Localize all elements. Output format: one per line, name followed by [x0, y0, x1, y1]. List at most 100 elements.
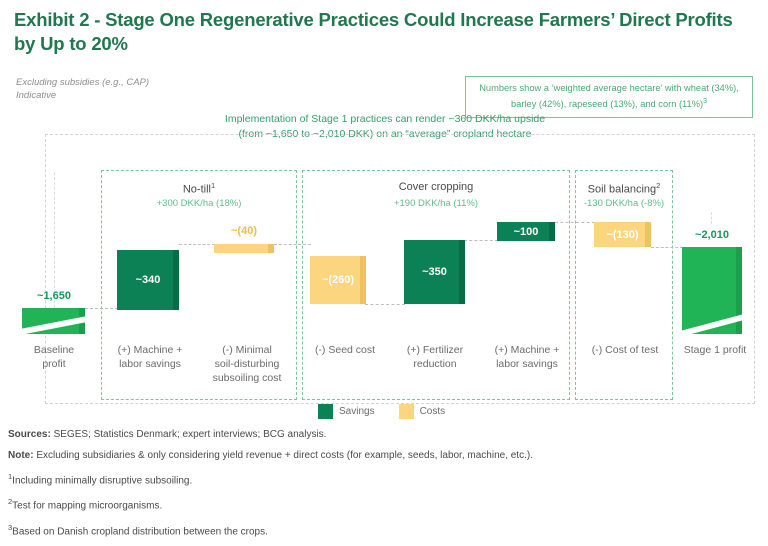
group-title-cover-cropping: Cover cropping	[303, 181, 569, 193]
category-label-stage-1-profit: Stage 1 profit	[670, 343, 760, 357]
group-name-no-till: No-till	[182, 183, 211, 196]
group-sup-no-till: 1	[210, 181, 216, 190]
bar-edge	[645, 222, 651, 247]
callout-line-2: barley (42%), rapeseed (13%), and corn (…	[511, 99, 704, 110]
cat-line-3: subsoiling cost	[212, 372, 282, 384]
bar-value-stage-1-profit: ~2,010	[695, 229, 729, 241]
bar-cost-of-test: ~(130)	[594, 222, 651, 247]
cat-line-1: (+) Machine +	[494, 344, 560, 356]
cat-line-1: (+) Fertilizer	[406, 344, 464, 356]
category-label-machine-labor-savings-2: (+) Machine + labor savings	[482, 343, 572, 371]
bar-value-machine-labor-savings-1: ~340	[135, 274, 161, 286]
chart-legend: Savings Costs	[318, 404, 461, 419]
bar-fertilizer-reduction: ~350	[404, 240, 465, 304]
footnote-3-text: Based on Danish cropland distribution be…	[12, 525, 268, 537]
connector-line-1	[85, 308, 118, 309]
bar-edge	[173, 250, 179, 310]
bar-edge	[736, 247, 742, 334]
cat-line-2: reduction	[413, 358, 457, 370]
cat-line-1: Stage 1 profit	[683, 344, 747, 356]
axis-break-slash	[680, 247, 744, 334]
connector-line-4	[365, 304, 405, 305]
category-label-machine-labor-savings-1: (+) Machine + labor savings	[105, 343, 195, 371]
bar-edge	[268, 244, 274, 253]
group-title-no-till: No-till1	[102, 181, 296, 196]
bar-value-fertilizer-reduction: ~350	[422, 266, 447, 278]
category-label-seed-cost: (-) Seed cost	[300, 343, 390, 357]
footnote-2-text: Test for mapping microorganisms.	[12, 500, 163, 512]
group-name-soil-balancing: Soil balancing	[587, 183, 657, 196]
group-delta-no-till: +300 DKK/ha (18%)	[156, 198, 242, 209]
callout-box: Numbers show a ‘weighted average hectare…	[465, 76, 753, 119]
footnote-1: 1Including minimally disruptive subsoili…	[8, 470, 758, 488]
bar-value-baseline-profit: ~1,650	[37, 290, 71, 302]
bar-stage-1-profit	[680, 247, 744, 334]
group-title-soil-balancing: Soil balancing2	[576, 181, 672, 196]
cat-line-1: (-) Cost of test	[591, 344, 659, 356]
legend-label-costs: Costs	[419, 406, 446, 417]
footnote-note: Note: Excluding subsidiaries & only cons…	[8, 449, 758, 463]
group-box-no-till: No-till1 +300 DKK/ha (18%)	[101, 170, 297, 400]
bar-value-cost-of-test: ~(130)	[606, 228, 639, 241]
group-box-soil-balancing: Soil balancing2 -130 DKK/ha (-8%)	[575, 170, 673, 400]
cat-line-1: (+) Machine +	[117, 344, 183, 356]
bar-edge	[360, 256, 366, 304]
cat-line-2: labor savings	[119, 358, 181, 370]
footnote-3: 3Based on Danish cropland distribution b…	[8, 521, 758, 539]
chart-banner-line-1: Implementation of Stage 1 practices can …	[224, 113, 546, 125]
footnote-2: 2Test for mapping microorganisms.	[8, 495, 758, 513]
endpoint-guide-line	[711, 212, 712, 224]
bar-value-subsoiling-cost: ~(40)	[231, 225, 257, 237]
bar-subsoiling-cost	[214, 244, 274, 253]
cat-line-2: soil-disturbing	[214, 358, 280, 370]
footnote-note-text: Excluding subsidiaries & only considerin…	[33, 450, 533, 461]
group-delta-cover-cropping: +190 DKK/ha (11%)	[393, 198, 479, 209]
footnote-sources-label: Sources:	[8, 429, 51, 440]
cat-line-2: labor savings	[496, 358, 558, 370]
bar-edge	[549, 222, 555, 241]
bar-machine-labor-savings-2: ~100	[497, 222, 555, 241]
connector-line-3	[274, 244, 311, 245]
cat-line-1: (-) Seed cost	[314, 344, 376, 356]
footnote-sources: Sources: SEGES; Statistics Denmark; expe…	[8, 428, 758, 442]
legend-label-savings: Savings	[339, 406, 375, 417]
category-label-baseline-profit: Baseline profit	[14, 343, 94, 371]
group-name-cover-cropping: Cover cropping	[398, 181, 474, 193]
chart-outer-frame	[45, 134, 755, 404]
bar-value-seed-cost: ~(260)	[321, 274, 355, 286]
footnotes: Sources: SEGES; Statistics Denmark; expe…	[8, 428, 758, 546]
subtitle-line-1: Excluding subsidies (e.g., CAP)	[16, 77, 150, 88]
bar-edge	[459, 240, 465, 304]
footnote-sources-text: SEGES; Statistics Denmark; expert interv…	[50, 429, 327, 440]
bar-value-machine-labor-savings-2: ~100	[513, 225, 539, 238]
bar-seed-cost: ~(260)	[310, 256, 366, 304]
footnote-2-sup: 2	[8, 497, 13, 507]
cat-line-1: Baseline	[33, 344, 75, 356]
axis-break-slash	[20, 308, 87, 334]
connector-line-5	[464, 240, 498, 241]
footnote-note-label: Note:	[8, 450, 34, 461]
group-delta-soil-balancing: -130 DKK/ha (-8%)	[583, 198, 665, 209]
connector-line-2	[179, 244, 215, 245]
subtitle-line-2: Indicative	[16, 90, 57, 101]
cat-line-1: (-) Minimal	[222, 344, 272, 356]
page-title: Exhibit 2 - Stage One Regenerative Pract…	[14, 9, 733, 54]
footnote-1-text: Including minimally disruptive subsoilin…	[12, 475, 193, 487]
callout-line-1: Numbers show a ‘weighted average hectare…	[479, 83, 739, 93]
subtitle-note: Excluding subsidies (e.g., CAP) Indicati…	[16, 76, 149, 102]
footnote-3-sup: 3	[8, 522, 13, 532]
baseline-guide-line	[54, 172, 55, 308]
callout-superscript: 3	[703, 98, 707, 105]
category-label-subsoiling-cost: (-) Minimal soil-disturbing subsoiling c…	[199, 343, 295, 385]
category-label-fertilizer-reduction: (+) Fertilizer reduction	[390, 343, 480, 371]
group-sup-soil-balancing: 2	[656, 181, 661, 190]
bar-edge	[79, 308, 85, 334]
cat-line-2: profit	[42, 358, 66, 370]
bar-machine-labor-savings-1: ~340	[117, 250, 179, 310]
category-label-cost-of-test: (-) Cost of test	[578, 343, 672, 357]
connector-line-6	[555, 222, 595, 223]
footnote-1-sup: 1	[8, 472, 13, 481]
legend-item-costs: Costs	[398, 404, 446, 419]
bar-baseline-profit	[20, 308, 87, 334]
group-box-cover-cropping: Cover cropping +190 DKK/ha (11%)	[302, 170, 570, 400]
